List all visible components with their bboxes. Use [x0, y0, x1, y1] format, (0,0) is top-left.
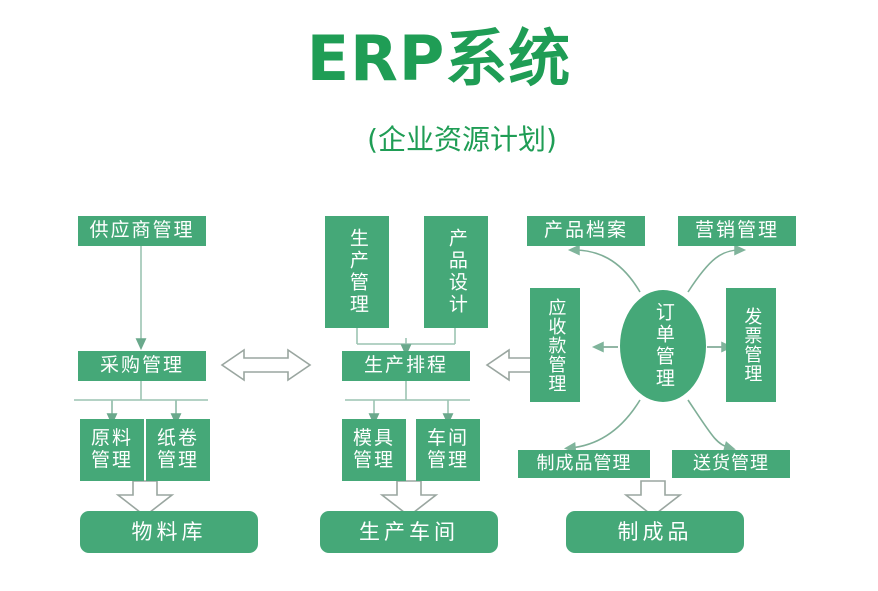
node-purchase-mgmt[interactable]: 采购管理	[78, 351, 206, 381]
node-order-mgmt[interactable]: 订单管理	[620, 290, 706, 402]
page-title: ERP系统	[306, 22, 572, 95]
page-subtitle: (企业资源计划)	[367, 123, 557, 156]
node-product-archive[interactable]: 产品档案	[527, 216, 645, 246]
node-raw-material-mgmt[interactable]: 原料管理	[80, 419, 144, 481]
node-mold-mgmt[interactable]: 模具管理	[342, 419, 406, 481]
node-production-workshop[interactable]: 生产车间	[320, 511, 498, 553]
node-production-schedule[interactable]: 生产排程	[342, 351, 470, 381]
node-finished-goods[interactable]: 制成品	[566, 511, 744, 553]
node-finished-goods-mgmt[interactable]: 制成品管理	[518, 450, 650, 478]
node-receivables-mgmt[interactable]: 应收款管理	[530, 288, 580, 402]
node-marketing-mgmt[interactable]: 营销管理	[678, 216, 796, 246]
node-supplier-mgmt[interactable]: 供应商管理	[78, 216, 206, 246]
node-invoice-mgmt[interactable]: 发票管理	[726, 288, 776, 402]
node-production-mgmt[interactable]: 生产管理	[325, 216, 389, 328]
double-arrow-purchase-schedule	[220, 348, 312, 382]
node-workshop-mgmt[interactable]: 车间管理	[416, 419, 480, 481]
node-material-warehouse[interactable]: 物料库	[80, 511, 258, 553]
node-delivery-mgmt[interactable]: 送货管理	[672, 450, 790, 478]
node-paper-roll-mgmt[interactable]: 纸卷管理	[146, 419, 210, 481]
node-product-design[interactable]: 产品设计	[424, 216, 488, 328]
